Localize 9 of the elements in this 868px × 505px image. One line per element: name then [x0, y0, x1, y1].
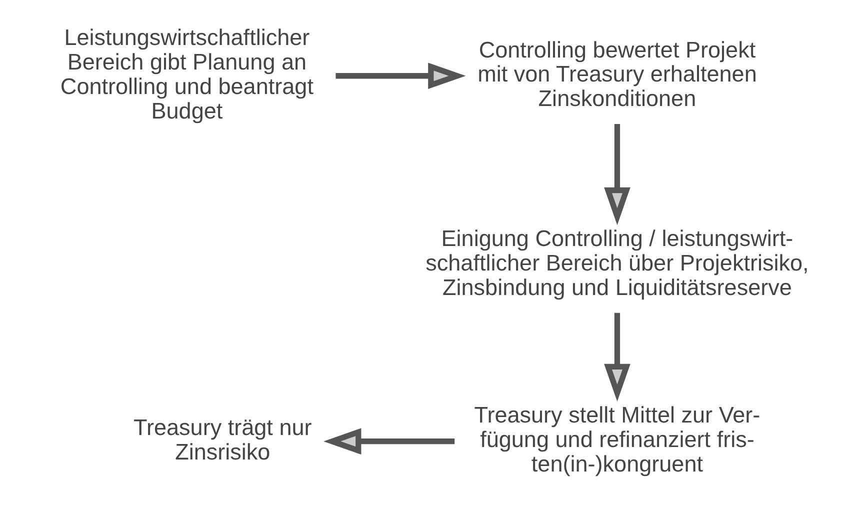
arrow — [604, 124, 630, 226]
arrow — [604, 312, 630, 402]
arrow — [323, 428, 454, 455]
arrow — [335, 62, 466, 90]
node-text: Leistungswirtschaftlicher Bereich gibt Planung an Controlling und beantragt Budget — [60, 25, 313, 124]
node-text: Treasury stellt Mittel zur Ver-fügung und refinanziert fris-ten(in-)kongruent — [474, 402, 760, 477]
node-text: Einigung Controlling / leistungswirt-schaftlicher Bereich über Projektrisiko, Zinsbindung und Liquiditätsreserve — [425, 226, 808, 300]
node-text: Treasury trägt nur Zinsrisiko — [133, 414, 312, 464]
node-text: Controlling bewertet Projekt mit von Treasury erhaltenen Zinskonditionen — [477, 37, 756, 112]
